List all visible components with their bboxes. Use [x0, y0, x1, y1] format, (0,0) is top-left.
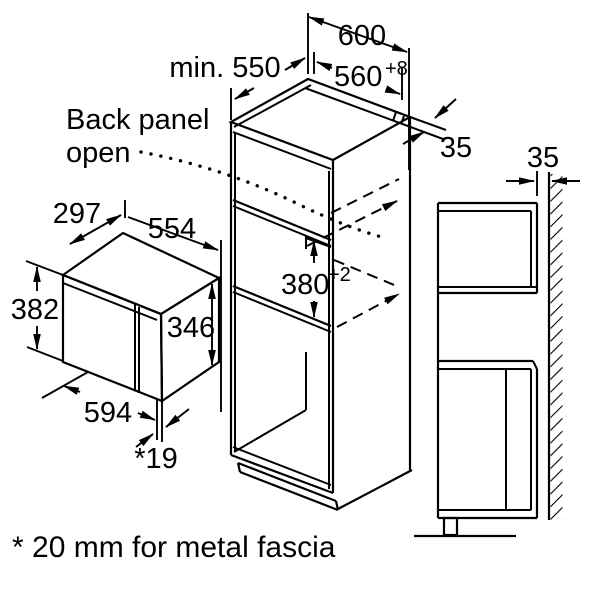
dim-560-label: 560: [334, 61, 382, 93]
shelf-upper: [232, 198, 332, 247]
dimension-appliance-width-554: 554: [127, 213, 222, 412]
dim-19-label: *19: [134, 443, 178, 475]
dimension-appliance-height-346: 346: [167, 283, 216, 366]
tall-cabinet-isometric: [228, 77, 447, 512]
dim-382-label: 382: [11, 294, 59, 326]
dim-380-label: 380: [281, 269, 329, 301]
dimension-door-projection-19: *19: [134, 400, 190, 475]
footnote: * 20 mm for metal fascia: [12, 531, 336, 564]
dimension-appliance-depth-297: 297: [53, 198, 126, 245]
dim-rail35-label: 35: [440, 132, 472, 164]
dimension-cabinet-width-600: 600: [307, 13, 410, 170]
back-panel-label-line2: open: [66, 137, 131, 169]
dimension-top-rail-35: 35: [402, 98, 472, 164]
dim-min550-label: min. 550: [169, 52, 280, 84]
cabinet-leg: [442, 516, 459, 537]
dimension-niche-height-380: 380 +2: [281, 240, 351, 318]
dimension-appliance-height-382: 382: [11, 260, 64, 362]
back-panel-removal-arrows: [306, 178, 400, 328]
dimension-depth-min550: min. 550: [169, 52, 306, 120]
wall-hatching: [547, 172, 563, 520]
dim-594-label: 594: [84, 397, 132, 429]
dim-380-tolerance: +2: [328, 264, 351, 286]
back-panel-label-line1: Back panel: [66, 104, 210, 136]
dim-560-tolerance: +8: [385, 58, 408, 80]
shelf-lower: [232, 284, 332, 333]
dim-346-label: 346: [167, 312, 215, 344]
cabinet-interior-edges: [233, 236, 332, 453]
dim-297-label: 297: [53, 198, 101, 230]
plinth: [236, 461, 340, 512]
dim-600-label: 600: [338, 20, 386, 52]
dim-554-label: 554: [148, 213, 196, 245]
dimension-appliance-width-594: 594: [41, 371, 156, 429]
back-panel-label: Back panel open: [66, 104, 210, 169]
microwave-isometric: [60, 231, 222, 404]
cabinet-side-view: [414, 201, 539, 538]
dimension-niche-width-560: 560 +8: [313, 52, 408, 100]
dimension-wall-clearance-35: 35: [506, 142, 580, 196]
dim-wall35-label: 35: [527, 142, 559, 174]
